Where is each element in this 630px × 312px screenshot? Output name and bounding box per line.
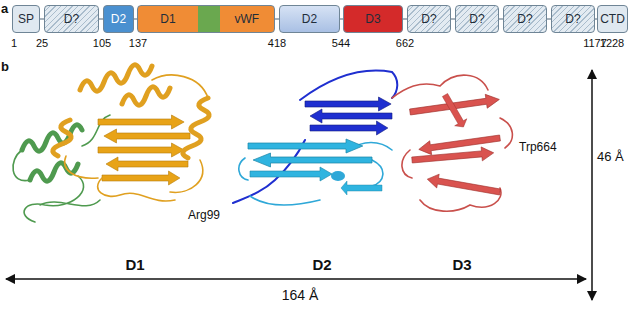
domain-name: D2 — [111, 12, 126, 26]
d3-loops — [392, 75, 512, 211]
residue-number: 1228 — [600, 37, 624, 50]
d1-vwf-domain-box: D1 vWF — [137, 5, 275, 33]
strand — [341, 181, 382, 195]
residue-number: 544 — [332, 37, 350, 50]
domain-name: SP — [18, 12, 34, 26]
residue-label: Trp664 — [519, 141, 557, 155]
unknown-domain-box: D? — [455, 5, 499, 33]
c-terminal-domain-box: CTD — [597, 5, 628, 33]
residue-number: 418 — [268, 37, 286, 50]
loop — [239, 143, 392, 206]
domain-name: vWF — [220, 12, 274, 26]
unknown-domain-box: D? — [503, 5, 547, 33]
d3-strands — [409, 92, 501, 199]
d2-loops — [233, 70, 397, 205]
dimension-arrow — [6, 278, 586, 280]
loop — [65, 75, 208, 201]
domain-name: CTD — [600, 12, 625, 26]
domain-name: D? — [421, 12, 436, 26]
strand — [106, 157, 188, 171]
strand — [98, 115, 184, 129]
signal-peptide-box: SP — [12, 5, 40, 33]
strand — [253, 153, 372, 167]
loop — [392, 75, 512, 211]
yellow-subdomain-helices — [53, 65, 209, 201]
green-subdomain — [13, 115, 110, 222]
residue-number: 137 — [129, 37, 147, 50]
strand — [98, 143, 184, 157]
residue-number: 25 — [36, 37, 48, 50]
strand — [248, 139, 363, 153]
strand — [439, 92, 470, 131]
panel-letter: b — [1, 60, 9, 75]
unknown-domain-box: D? — [44, 5, 99, 33]
helix — [53, 120, 71, 156]
residue-number: 105 — [93, 37, 111, 50]
domain-name: D2 — [302, 12, 317, 26]
domain-label: D1 — [125, 256, 144, 273]
residue-number: 1 — [11, 37, 17, 50]
domain-name: D? — [517, 12, 532, 26]
unknown-domain-box: D? — [551, 5, 595, 33]
strand — [102, 171, 180, 185]
loop — [13, 115, 110, 222]
dimension-arrow — [591, 70, 593, 300]
domain-name: D? — [64, 12, 79, 26]
helix — [80, 65, 152, 91]
domain-label: D2 — [312, 256, 331, 273]
domain-name: D? — [565, 12, 580, 26]
turn — [331, 171, 345, 181]
unknown-domain-box: D? — [407, 5, 451, 33]
yellow-subdomain — [98, 115, 190, 185]
strand — [310, 109, 392, 123]
d2-strands — [248, 139, 382, 195]
strand — [250, 167, 332, 181]
domain-label: D3 — [452, 256, 471, 273]
residue-label: Arg99 — [188, 209, 220, 223]
d2-domain-box: D2 — [103, 5, 134, 33]
strand — [104, 129, 190, 143]
linker — [233, 70, 397, 203]
helix — [183, 98, 209, 158]
d2-dark-strands — [305, 97, 392, 135]
panel-letter: a — [1, 2, 8, 17]
strand — [411, 146, 494, 167]
residue-number: 662 — [396, 37, 414, 50]
helix — [122, 87, 170, 105]
dimension-label: 46 Å — [597, 150, 624, 165]
d2-domain-box: D2 — [279, 5, 340, 33]
domain-name: D3 — [365, 12, 380, 26]
domain-name: D? — [469, 12, 484, 26]
domain-name: D1 — [138, 12, 198, 26]
strand — [426, 172, 501, 199]
strand — [310, 121, 388, 135]
dimension-label: 164 Å — [282, 287, 319, 303]
d3-domain-box: D3 — [343, 5, 403, 33]
strand — [305, 97, 391, 111]
